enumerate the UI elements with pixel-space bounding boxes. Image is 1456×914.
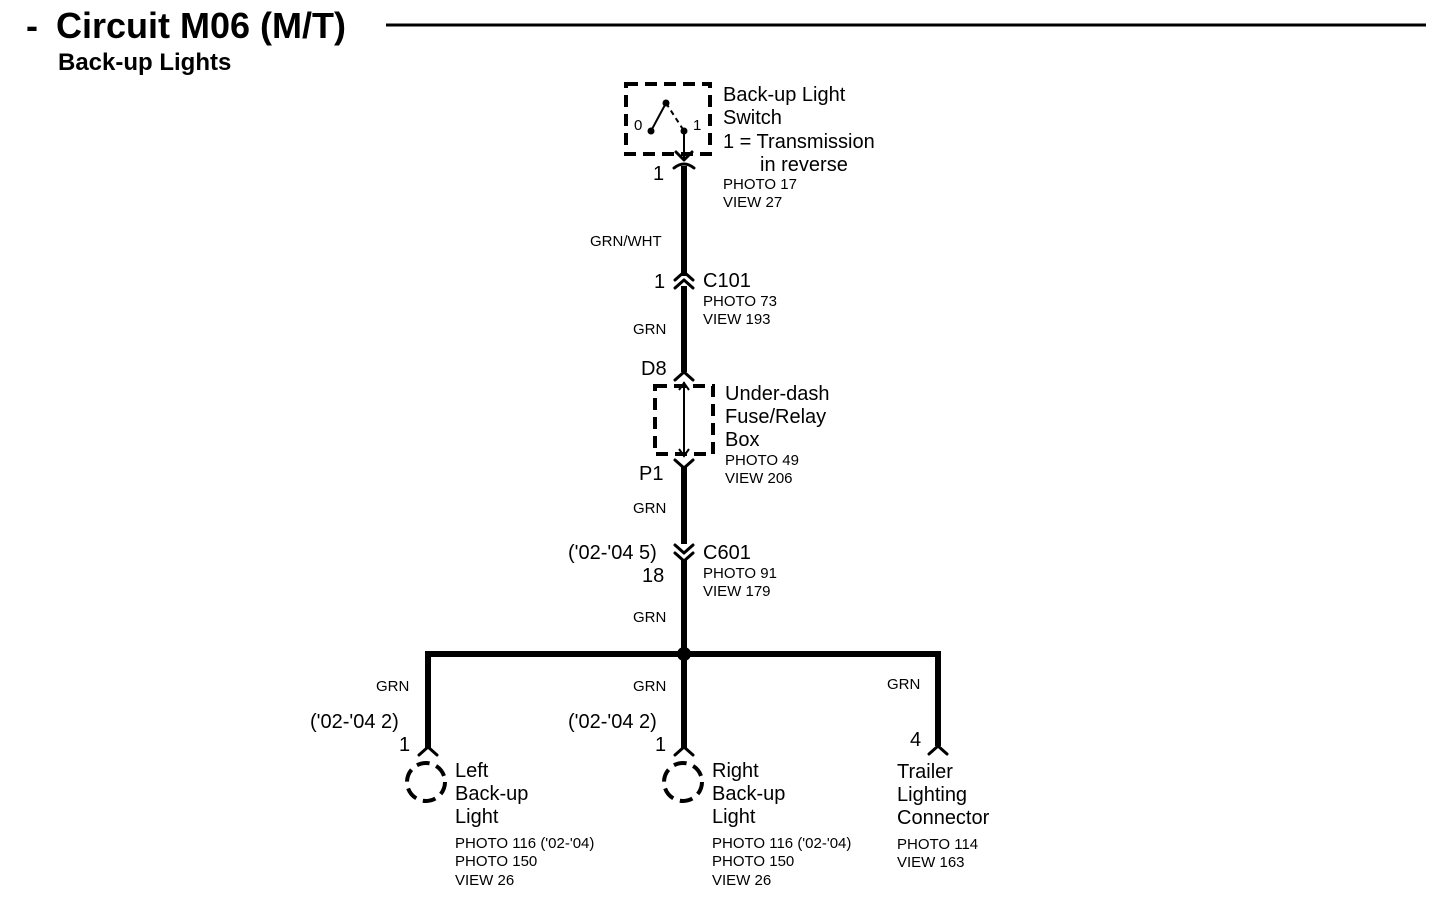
right-view: VIEW 26 [712,872,771,889]
switch-name-line1: Back-up Light [723,84,846,106]
c101-pin-label: 1 [654,271,665,293]
switch-note-line2: in reverse [760,154,848,176]
trailer-name-line3: Connector [897,807,990,829]
c601-name: C601 [703,542,751,564]
fusebox-name-line3: Box [725,429,759,451]
fusebox-pin-in: D8 [641,358,667,380]
c601-connector: ('02-'04 5) 18 C601 PHOTO 91 VIEW 179 [568,542,777,600]
right-photo2: PHOTO 150 [712,853,794,870]
right-pin-label: 1 [655,734,666,756]
left-bulb-icon [405,761,447,803]
left-name-line3: Light [455,806,499,828]
title-dash: - [26,5,38,46]
left-backup-light: GRN ('02-'04 2) 1 Left Back-up Light PHO… [310,678,594,889]
right-terminal-icon [673,745,695,757]
left-pin-label: 1 [399,734,410,756]
right-name-line2: Back-up [712,783,785,805]
left-wire-color: GRN [376,678,409,695]
switch-note-line1: 1 = Transmission [723,131,875,153]
switch-name-line2: Switch [723,107,782,129]
left-name-line2: Back-up [455,783,528,805]
wire-color-grn-3: GRN [633,500,666,517]
right-wire-color: GRN [633,678,666,695]
trailer-lighting-connector: GRN 4 Trailer Lighting Connector PHOTO 1… [887,676,990,871]
right-bulb-icon [662,761,704,803]
trailer-name-line2: Lighting [897,784,967,806]
switch-position-0: 0 [634,117,642,134]
left-view: VIEW 26 [455,872,514,889]
left-terminal-icon [417,745,439,757]
switch-photo: PHOTO 17 [723,176,797,193]
trailer-photo: PHOTO 114 [897,836,978,853]
trailer-view: VIEW 163 [897,854,965,871]
c101-lower-icon [673,278,695,290]
page-subtitle: Back-up Lights [58,49,231,76]
right-name-line3: Light [712,806,756,828]
c601-pin-label: 18 [642,565,664,587]
switch-dashed-box [624,82,712,156]
fusebox-photo: PHOTO 49 [725,452,799,469]
right-backup-light: GRN ('02-'04 2) 1 Right Back-up Light PH… [568,678,851,889]
wire-color-grn-wht: GRN/WHT [590,233,662,250]
fusebox-input-terminal-icon [673,370,695,382]
right-name-line1: Right [712,760,759,782]
c101-connector: 1 C101 PHOTO 73 VIEW 193 [654,270,777,328]
c101-name: C101 [703,270,751,292]
fuse-relay-box: D8 P1 Under-dash Fuse/Relay Box PHOTO 49… [639,358,830,487]
switch-pin-label: 1 [653,163,664,185]
wire-color-grn-2: GRN [633,321,666,338]
left-photo2: PHOTO 150 [455,853,537,870]
c601-photo: PHOTO 91 [703,565,777,582]
switch-pin-socket-icon [672,162,696,170]
switch-alt-blade-icon [665,102,685,132]
fusebox-name-line1: Under-dash [725,383,830,405]
fusebox-down-arrow-icon [678,448,690,458]
c601-pin-note: ('02-'04 5) [568,542,657,564]
header: - Circuit M06 (M/T) Back-up Lights [26,5,1426,76]
wire-color-grn-4: GRN [633,609,666,626]
c101-upper-icon [673,270,695,282]
backup-light-switch: 0 1 Back-up Light Switch 1 = Transmissio… [624,82,875,211]
fusebox-up-arrow-icon [678,381,690,391]
left-name-line1: Left [455,760,489,782]
c601-view: VIEW 179 [703,583,771,600]
c601-upper-icon [673,543,695,555]
trailer-terminal-icon [927,744,949,756]
switch-contact-0-dot [647,127,655,135]
page-title: Circuit M06 (M/T) [56,5,346,46]
c101-view: VIEW 193 [703,311,771,328]
trailer-wire-color: GRN [887,676,920,693]
fusebox-view: VIEW 206 [725,470,793,487]
right-pin-note: ('02-'04 2) [568,711,657,733]
c101-photo: PHOTO 73 [703,293,777,310]
trailer-name-line1: Trailer [897,761,953,783]
fusebox-pin-out: P1 [639,463,663,485]
fusebox-name-line2: Fuse/Relay [725,406,826,428]
left-photo1: PHOTO 116 ('02-'04) [455,835,594,852]
left-pin-note: ('02-'04 2) [310,711,399,733]
switch-position-1: 1 [693,117,701,134]
switch-view: VIEW 27 [723,194,782,211]
trailer-pin-label: 4 [910,729,921,751]
switch-terminal-arrow-icon [674,150,694,162]
switch-blade-icon [650,102,667,132]
right-photo1: PHOTO 116 ('02-'04) [712,835,851,852]
